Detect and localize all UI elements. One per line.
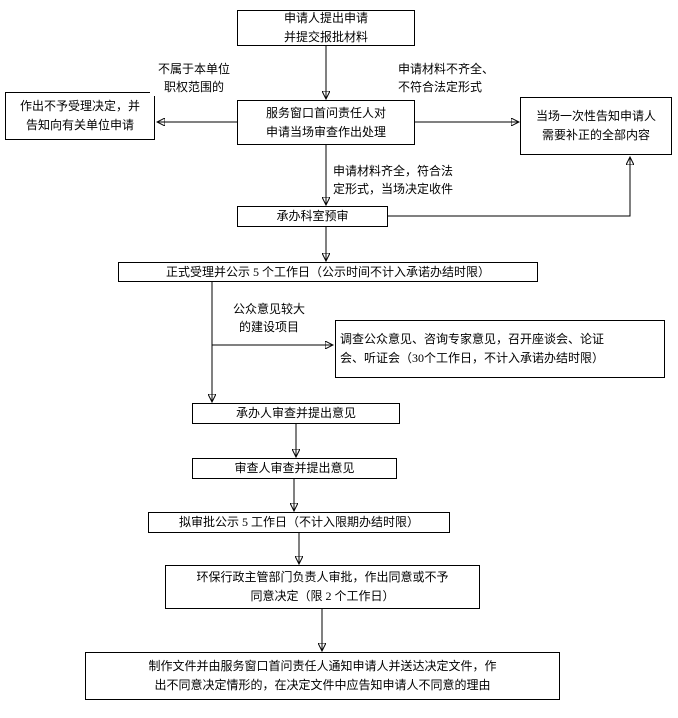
edge-label-out-of-scope: 不属于本单位 职权范围的 (150, 60, 238, 96)
node-deliver-decision: 制作文件并由服务窗口首问责任人通知申请人并送达决定文件，作 出不同意决定情形的，… (85, 652, 560, 700)
node-window-review: 服务窗口首问责任人对 申请当场审查作出处理 (237, 100, 415, 145)
node-applicant-submit: 申请人提出申请 并提交报批材料 (237, 10, 415, 46)
node-examiner-review: 审查人审查并提出意见 (192, 458, 397, 479)
node-dept-preview: 承办科室预审 (237, 206, 388, 227)
node-survey-opinion: 调查公众意见、咨询专家意见，召开座谈会、论证 会、听证会（30个工作日，不计入承… (335, 320, 665, 378)
node-approval-publicity: 拟审批公示 5 工作日（不计入限期办结时限） (148, 512, 450, 533)
edge-label-public-concern: 公众意见较大 的建设项目 (213, 300, 325, 336)
edge-label-complete: 申请材料齐全，符合法 定形式，当场决定收件 (333, 162, 473, 198)
node-formal-accept: 正式受理并公示 5 个工作日（公示时间不计入承诺办结时限） (118, 262, 538, 282)
node-leader-approval: 环保行政主管部门负责人审批，作出同意或不予 同意决定（限 2 个工作日） (165, 565, 480, 609)
node-correction-notice: 当场一次性告知申请人 需要补正的全部内容 (520, 97, 672, 155)
edge-label-incomplete: 申请材料不齐全、 不符合法定形式 (398, 60, 516, 96)
node-reject-notice: 作出不予受理决定，并 告知向有关单位申请 (5, 92, 155, 140)
node-undertaker-review: 承办人审查并提出意见 (192, 403, 400, 424)
